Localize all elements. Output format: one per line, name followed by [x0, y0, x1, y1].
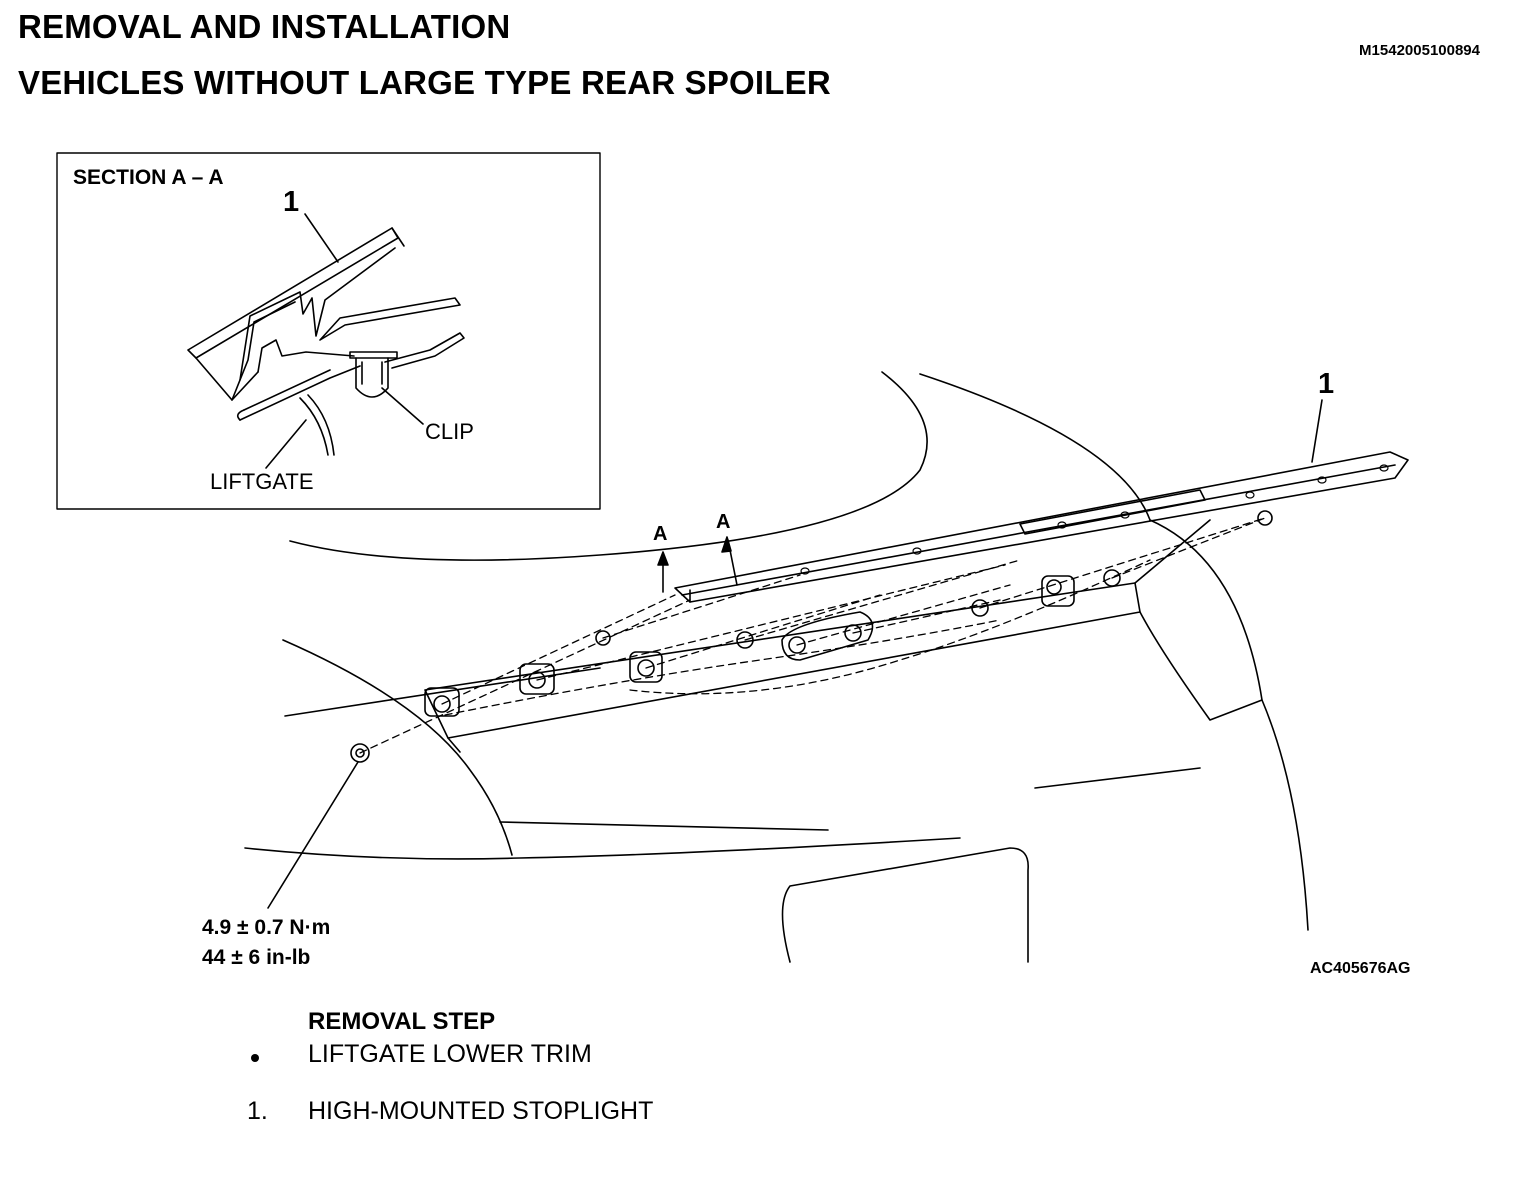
part-1-leader [1311, 399, 1323, 463]
mount-studs [350, 510, 1273, 763]
clip-label: CLIP [425, 419, 474, 444]
section-a-arrows [657, 536, 738, 593]
removal-step-heading: REMOVAL STEP [308, 1008, 496, 1035]
section-mark-a-left: A [653, 523, 668, 545]
side-body-contour [1149, 519, 1309, 931]
body-crease [499, 821, 829, 831]
torque-spec-nm: 4.9 ± 0.7 N·m [202, 916, 331, 939]
clip-leader [381, 387, 424, 425]
upper-panel-line [284, 667, 601, 717]
page-subtitle: VEHICLES WITHOUT LARGE TYPE REAR SPOILER [18, 64, 831, 101]
stoplight-lens-marks [800, 464, 1389, 575]
removal-step-text: HIGH-MOUNTED STOPLIGHT [308, 1097, 654, 1125]
pillar-contour [919, 373, 1151, 521]
rear-lamp-outline [282, 639, 513, 856]
section-mark-a-right: A [716, 511, 731, 533]
mounting-panel [424, 582, 1141, 739]
section-stoplight-profile [187, 227, 405, 401]
section-a-a-title: SECTION A – A [73, 166, 224, 189]
section-liftgate-panel [236, 297, 465, 456]
inset-part-number-callout: 1 [283, 186, 300, 218]
torque-spec-inlb: 44 ± 6 in-lb [202, 946, 311, 969]
torque-leader [267, 761, 359, 909]
part-number-callout: 1 [1318, 368, 1335, 400]
side-crease [1034, 767, 1201, 789]
clip-shape [349, 351, 398, 398]
removal-step-text: LIFTGATE LOWER TRIM [308, 1040, 592, 1068]
install-guide-lines [359, 517, 1266, 754]
liftgate-label: LIFTGATE [210, 469, 314, 494]
license-recess [781, 847, 1029, 963]
mount-bosses [424, 569, 1121, 717]
lower-body-line [244, 837, 961, 860]
section-inset-frame [56, 152, 601, 510]
removal-step-number: 1. [247, 1097, 268, 1125]
bullet-icon [251, 1054, 259, 1062]
roof-contour [289, 371, 928, 561]
document-id: M1542005100894 [1359, 42, 1480, 59]
figure-id: AC405676AG [1310, 960, 1411, 977]
stoplight-body [674, 451, 1409, 603]
page-title: REMOVAL AND INSTALLATION [18, 8, 511, 45]
liftgate-leader [265, 419, 307, 469]
inset-part-leader [304, 213, 339, 263]
